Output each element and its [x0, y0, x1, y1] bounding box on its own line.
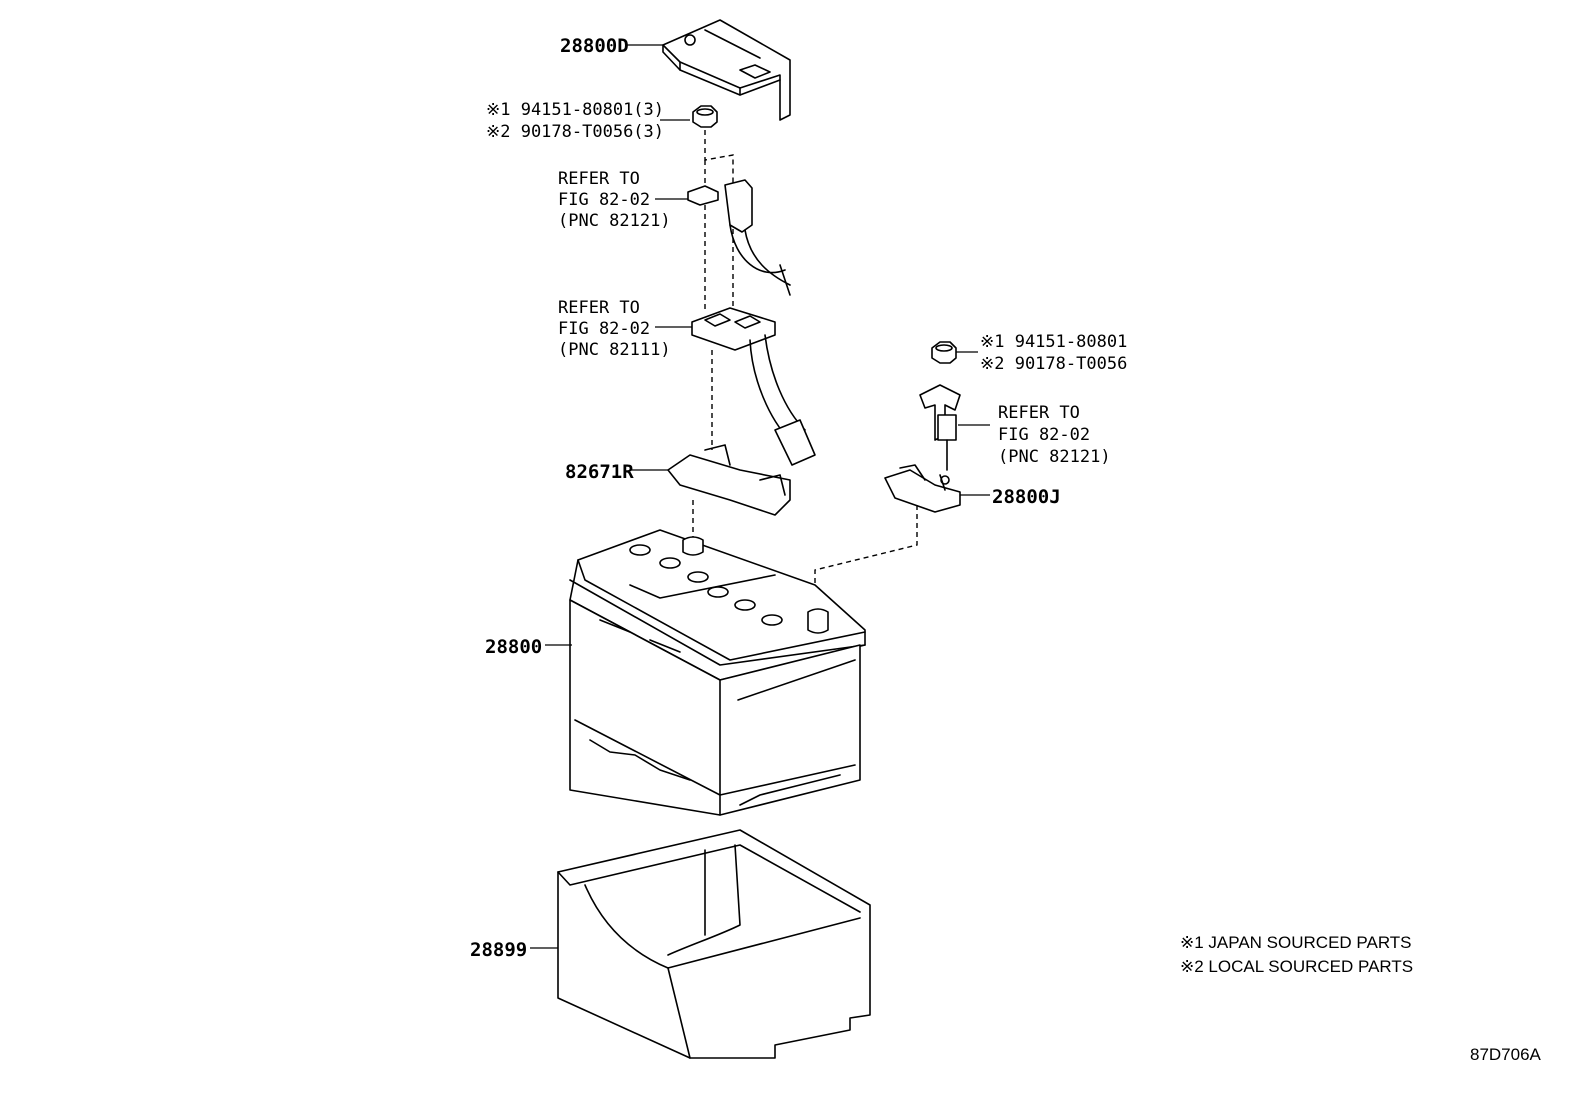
note-local-sourced: ※2 LOCAL SOURCED PARTS — [1180, 957, 1413, 976]
alignment-line — [814, 505, 918, 590]
nut-upper-part-2[interactable]: ※2 90178-T0056(3) — [486, 122, 664, 142]
part-number-28800[interactable]: 28800 — [485, 636, 542, 658]
battery-tray-drawing — [557, 829, 871, 1059]
cable-terminal-right-drawing — [919, 384, 961, 471]
nut-upper-drawing — [692, 105, 718, 128]
refer-right-line1[interactable]: REFER TO — [998, 403, 1080, 423]
part-number-82671R[interactable]: 82671R — [565, 461, 634, 483]
wire-harness-upper-drawing — [687, 179, 791, 296]
battery-terminal-drawing — [884, 464, 961, 513]
refer-upper-line2[interactable]: FIG 82-02 — [558, 190, 650, 210]
nut-right-part-2[interactable]: ※2 90178-T0056 — [980, 354, 1127, 374]
part-number-28800D[interactable]: 28800D — [560, 35, 629, 57]
refer-upper-line1[interactable]: REFER TO — [558, 169, 640, 189]
fuse-block-drawing — [667, 444, 791, 516]
part-number-28800J[interactable]: 28800J — [992, 486, 1061, 508]
nut-right-part-1[interactable]: ※1 94151-80801 — [980, 332, 1127, 352]
refer-middle-line1[interactable]: REFER TO — [558, 298, 640, 318]
note-japan-sourced: ※1 JAPAN SOURCED PARTS — [1180, 933, 1412, 952]
refer-right-line2[interactable]: FIG 82-02 — [998, 425, 1090, 445]
refer-middle-line2[interactable]: FIG 82-02 — [558, 319, 650, 339]
refer-upper-line3[interactable]: (PNC 82121) — [558, 211, 671, 231]
connector-middle-drawing — [691, 307, 816, 466]
nut-upper-part-1[interactable]: ※1 94151-80801(3) — [486, 100, 664, 120]
refer-middle-line3[interactable]: (PNC 82111) — [558, 340, 671, 360]
battery-cover-drawing — [662, 19, 791, 121]
part-number-28899[interactable]: 28899 — [470, 939, 527, 961]
figure-code: 87D706A — [1470, 1045, 1542, 1064]
refer-right-line3[interactable]: (PNC 82121) — [998, 447, 1111, 467]
nut-right-drawing — [931, 341, 957, 364]
battery-drawing — [569, 529, 866, 816]
